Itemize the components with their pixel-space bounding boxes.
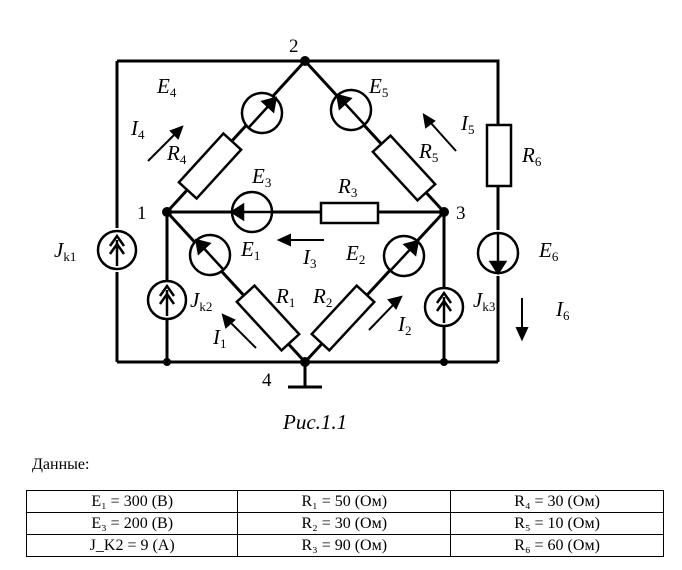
label-r1: R1 [275,284,295,310]
label-i6: I6 [555,297,570,323]
voltage-source-e4 [240,91,284,135]
figure-caption: Рис.1.1 [283,410,348,434]
node-dot-bl [163,358,171,366]
node-label-3: 3 [456,203,466,224]
voltage-source-e2 [382,234,426,278]
resistor-r6 [485,123,513,188]
label-e6: E6 [538,238,559,264]
arrow-i1 [221,313,257,349]
given-table: E₁ = 300 (В) R₁ = 50 (Ом) R₄ = 30 (Ом) E… [25,490,664,557]
table-row: E₁ = 300 (В) R₁ = 50 (Ом) R₄ = 30 (Ом) [25,490,664,513]
node-dot-4 [300,357,310,367]
table-row: J_K2 = 9 (А) R₃ = 90 (Ом) R₆ = 60 (Ом) [25,534,664,557]
label-i1: I1 [212,325,227,351]
table-cell: R₄ = 30 (Ом) [450,490,664,513]
table-cell: R₁ = 50 (Ом) [237,490,452,513]
label-e1: E1 [240,237,260,263]
arrow-i5 [422,113,457,152]
label-i4: I4 [130,116,145,142]
node-label-1: 1 [137,203,147,224]
voltage-source-e1 [188,233,232,277]
current-source-jk2 [146,279,188,321]
outer-wire-top [117,59,500,125]
table-cell: J_K2 = 9 (А) [25,534,239,557]
node-label-4: 4 [262,370,272,391]
label-e4: E4 [156,74,177,100]
label-r3: R3 [337,174,357,200]
table-cell: R₂ = 30 (Ом) [237,512,452,535]
node-dot-1 [162,207,172,217]
resistor-r4 [177,131,243,201]
label-e5: E5 [368,74,388,100]
table-cell: E₁ = 300 (В) [25,490,239,513]
node-label-2: 2 [289,36,299,57]
label-e2: E2 [345,241,365,267]
label-r5: R5 [418,139,438,165]
circuit-diagram: 2 1 3 4 E4 I4 R4 E5 I5 R5 R6 E3 R3 E1 I3… [54,36,570,391]
table-cell: R₃ = 90 (Ом) [237,534,452,557]
table-cell: R₆ = 60 (Ом) [450,534,664,557]
label-r2: R2 [312,284,332,310]
node-dot-2 [300,56,310,66]
label-jk2: Jk2 [190,288,212,314]
table-row: E₃ = 200 (В) R₂ = 30 (Ом) R₅ = 10 (Ом) [25,512,664,535]
label-jk3: Jk3 [473,288,495,314]
label-r4: R4 [166,141,187,167]
label-e3: E3 [251,164,271,190]
voltage-source-e6 [476,231,520,276]
arrow-i4 [147,125,184,162]
resistor-r5 [371,133,437,203]
arrow-i2 [368,295,403,331]
label-jk1: Jk1 [54,238,76,264]
voltage-source-e5 [329,88,373,132]
resistor-r3 [319,201,380,225]
label-i5: I5 [460,111,475,137]
current-source-jk1 [96,229,138,271]
voltage-source-e3 [229,190,274,234]
label-i2: I2 [397,312,412,338]
table-cell: R₅ = 10 (Ом) [450,512,664,535]
resistor-r2 [309,283,377,353]
resistor-r1 [235,283,301,353]
current-source-jk3 [423,286,465,328]
label-r6: R6 [521,143,542,169]
table-cell: E₃ = 200 (В) [25,512,239,535]
arrow-i6 [515,298,529,342]
given-heading: Данные: [32,456,90,473]
node-dot-3 [439,207,449,217]
node-dot-br [440,358,448,366]
arrow-i3 [276,233,324,247]
label-i3: I3 [302,245,317,271]
